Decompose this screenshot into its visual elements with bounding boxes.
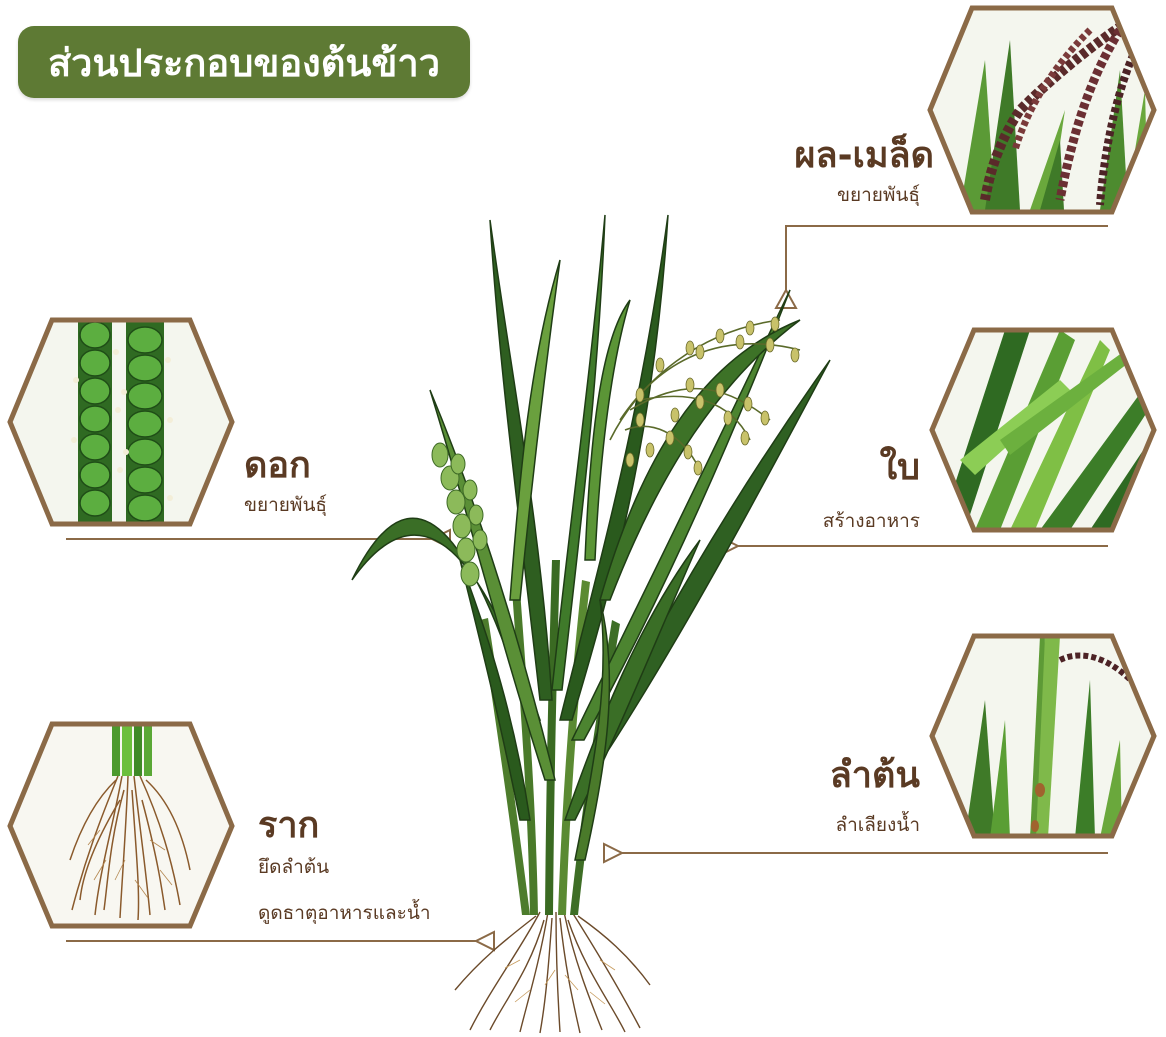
stem-hexagon-image	[932, 636, 1156, 838]
leaf-label: ใบ	[880, 450, 920, 486]
plant-roots	[455, 912, 650, 1033]
root-label: ราก	[258, 808, 319, 844]
seed-label: ผล-เมล็ด	[794, 138, 934, 174]
root-function-absorb: ดูดธาตุอาหารและน้ำ	[258, 904, 431, 923]
connector-root	[66, 932, 494, 950]
leaf-hexagon-image	[932, 330, 1156, 532]
connector-leaf	[720, 537, 1108, 555]
root-hexagon-image	[10, 724, 234, 928]
seed-function: ขยายพันธุ์	[837, 186, 920, 205]
plant-leaves	[352, 215, 830, 860]
flower-label: ดอก	[244, 448, 311, 484]
root-function-anchor: ยึดลำต้น	[258, 858, 329, 877]
leaf-function: สร้างอาหาร	[823, 512, 920, 531]
seed-hexagon-image	[930, 8, 1156, 214]
stem-label: ลำต้น	[830, 758, 920, 794]
flower-hexagon-image	[10, 320, 234, 526]
flower-function: ขยายพันธุ์	[244, 496, 327, 515]
stem-function: ลำเลียงน้ำ	[835, 816, 920, 835]
connector-stem	[604, 844, 1108, 862]
connector-seed	[776, 226, 1108, 308]
plant-flower-spike	[432, 443, 487, 586]
